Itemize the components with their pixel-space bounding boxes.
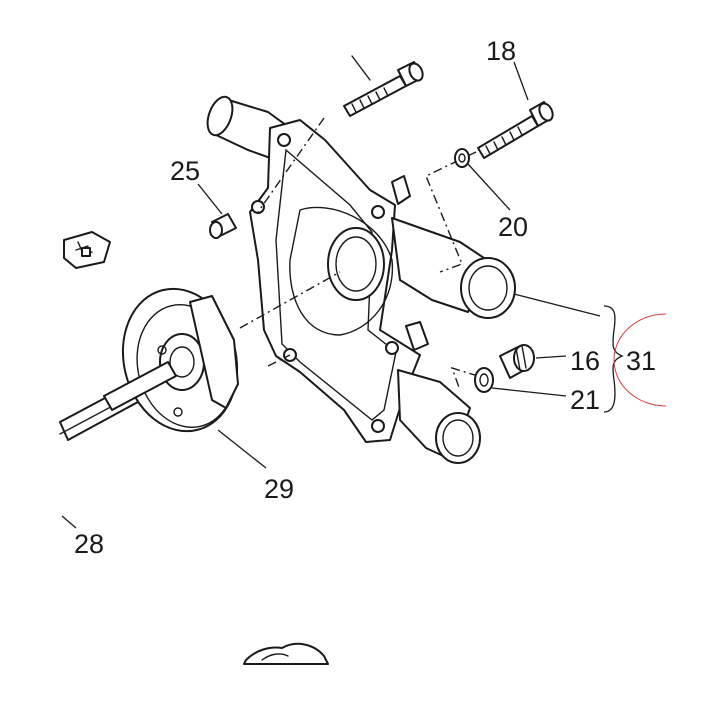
- callout-29: 29: [264, 474, 294, 504]
- highlight-arc: [613, 313, 667, 407]
- drain-plug-16: 16: [499, 344, 600, 379]
- callout-28: 28: [74, 529, 104, 559]
- dowel-pin-25: 25: [170, 156, 237, 239]
- pulley-impeller-29: 29: [59, 287, 294, 504]
- callout-16: 16: [570, 346, 600, 376]
- assembly-bracket-31: 31: [513, 293, 667, 413]
- bolt-upper-right: 18: [477, 36, 554, 159]
- callout-21: 21: [570, 385, 600, 415]
- callout-18-partial: 18: [486, 36, 516, 66]
- callout-20: 20: [498, 212, 528, 242]
- assembly-centerlines: [239, 117, 479, 391]
- pump-housing: [206, 95, 516, 464]
- shaft-28-callout: 28: [61, 515, 104, 559]
- sealing-washer-21: 21: [474, 367, 600, 415]
- callout-31: 31: [626, 346, 656, 376]
- bolt-upper-left: [343, 55, 424, 117]
- callout-25: 25: [170, 156, 200, 186]
- washer-20: 20: [454, 148, 528, 242]
- sensor-clip: [63, 231, 111, 269]
- partial-lower-part: [243, 642, 329, 665]
